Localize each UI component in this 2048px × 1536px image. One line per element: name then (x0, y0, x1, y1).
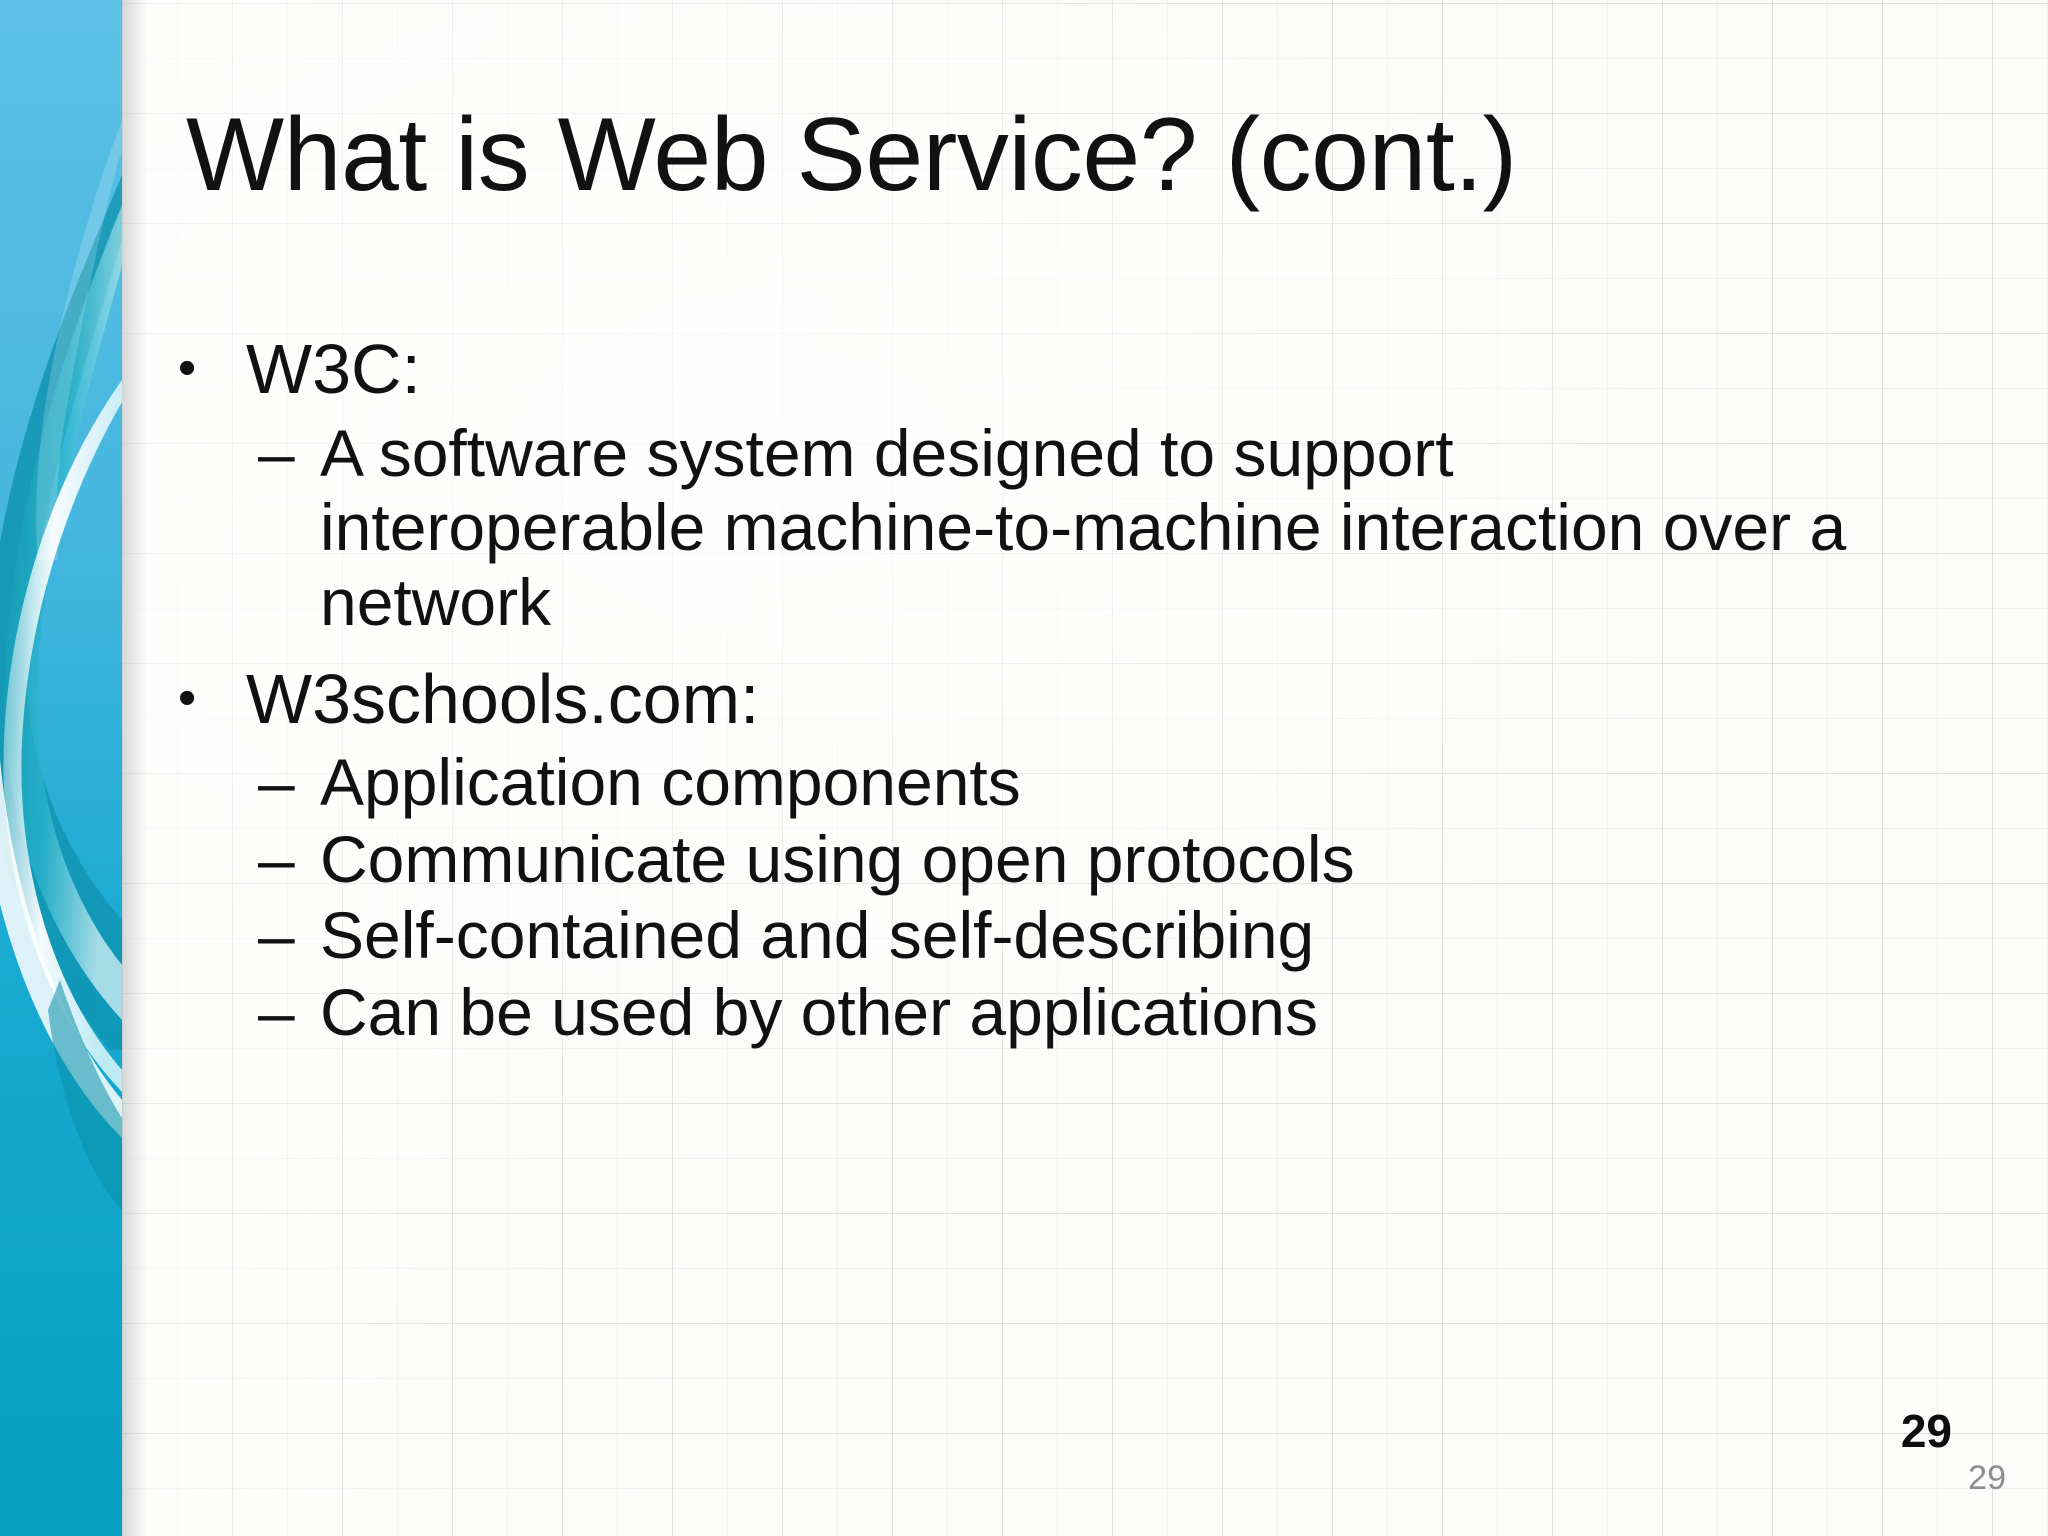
bullet-item-level2: – Can be used by other applications (258, 975, 1930, 1050)
dash-marker-icon: – (258, 745, 295, 820)
sidebar-decoration (0, 0, 122, 1536)
bullet-text: Can be used by other applications (320, 975, 1318, 1050)
bullet-text: A software system designed to support in… (320, 415, 1847, 639)
bullet-item-level1: • W3schools.com: (170, 660, 1930, 740)
bullet-text: Communicate using open protocols (320, 821, 1355, 896)
dash-marker-icon: – (258, 975, 295, 1050)
page-number-footer: 29 (1968, 1459, 2006, 1497)
bullet-item-level2: – A software system designed to support … (258, 416, 1930, 640)
bullet-item-level1: • W3C: (170, 330, 1930, 410)
bullet-text: W3schools.com: (246, 659, 760, 738)
dash-marker-icon: – (258, 821, 295, 896)
bullet-text: W3C: (246, 330, 421, 408)
bullet-text: Self-contained and self-describing (320, 898, 1315, 973)
bullet-marker-icon: • (178, 668, 197, 727)
slide-body: • W3C: – A software system designed to s… (170, 330, 1930, 1052)
dash-marker-icon: – (258, 415, 295, 490)
bullet-item-level2: – Communicate using open protocols (258, 822, 1930, 897)
bullet-item-level2: – Self-contained and self-describing (258, 898, 1930, 973)
bullet-marker-icon: • (178, 339, 197, 397)
page-number: 29 (1900, 1405, 1952, 1457)
list-spacer (170, 642, 1930, 660)
bullet-item-level2: – Application components (258, 745, 1930, 820)
bullet-text: Application components (320, 745, 1021, 820)
dash-marker-icon: – (258, 898, 295, 973)
slide-title: What is Web Service? (cont.) (186, 97, 1517, 213)
ribbon-graphic (0, 0, 122, 1536)
